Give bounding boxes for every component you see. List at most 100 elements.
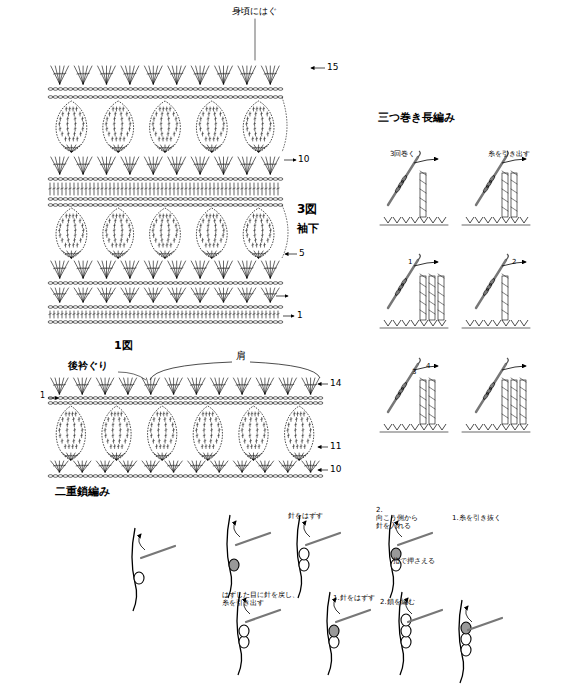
- fan-bar: [147, 384, 150, 386]
- pineapple-stitch: [121, 127, 122, 131]
- chain-stitch: [98, 88, 103, 91]
- pineapple-bar: [120, 239, 122, 241]
- fan-stitch: [191, 66, 200, 84]
- chain-stitch: [238, 402, 243, 405]
- chain-stitch: [118, 178, 123, 181]
- pineapple-bar: [78, 418, 80, 420]
- row-arrow: [276, 296, 288, 297]
- fan-stitch: [130, 66, 134, 84]
- pineapple-stitch: [108, 132, 109, 136]
- fan-stitch: [59, 378, 68, 394]
- chain-stitch: [253, 178, 258, 181]
- fan-bar: [305, 384, 308, 386]
- chain-stitch: [258, 178, 263, 181]
- pineapple-stitch: [121, 132, 122, 136]
- fan-bar: [175, 267, 178, 269]
- fan-stitch: [224, 66, 228, 84]
- chain-stitch: [213, 88, 218, 91]
- pineapple-bar: [106, 128, 108, 130]
- pineapple-stitch: [213, 214, 214, 218]
- dc-stitch: [146, 183, 147, 195]
- chain-stitch: [58, 321, 63, 324]
- pineapple-stitch: [75, 117, 76, 121]
- pineapple-stitch: [113, 214, 114, 218]
- fan-stitch: [246, 157, 247, 174]
- pineapple-stitch: [107, 117, 108, 121]
- pineapple-outline: [150, 208, 181, 258]
- pineapple-stitch: [255, 132, 256, 136]
- chain-stitch: [133, 96, 138, 99]
- pineapple-stitch: [69, 243, 70, 247]
- chain-stitch: [148, 282, 153, 285]
- pineapple-stitch: [256, 243, 257, 247]
- pineapple-bar: [212, 108, 214, 110]
- pineapple-stitch: [220, 112, 221, 116]
- chain-stitch: [228, 282, 233, 285]
- fan-bar: [173, 267, 176, 269]
- chain-stitch: [78, 88, 83, 91]
- fan-stitch: [55, 378, 59, 394]
- fan-stitch: [283, 378, 287, 394]
- fan-bar: [150, 163, 153, 165]
- fan-bar: [82, 73, 85, 75]
- pineapple-stitch: [77, 243, 78, 247]
- chain-stitch: [218, 321, 223, 324]
- pineapple-stitch: [216, 107, 217, 111]
- fan-bar: [112, 253, 115, 255]
- fan-stitch: [279, 378, 288, 394]
- chain-stitch: [168, 204, 173, 207]
- fan-bar: [154, 267, 157, 269]
- fan-stitch: [153, 261, 154, 278]
- pineapple-stitch: [166, 107, 167, 111]
- chain-stitch: [123, 178, 128, 181]
- chain-stitch: [48, 204, 53, 207]
- pineapple-bar: [167, 113, 169, 115]
- pineapple-bar: [200, 225, 202, 227]
- chain-stitch: [68, 306, 73, 309]
- chain-stitch: [88, 204, 93, 207]
- pineapple-bar: [61, 440, 63, 442]
- fan-bar: [177, 384, 180, 386]
- dc-bar: [93, 188, 95, 189]
- dc-stitch: [270, 311, 271, 318]
- chain-stitch: [203, 96, 208, 99]
- pineapple-stitch: [269, 233, 270, 237]
- fan-bar: [246, 293, 249, 295]
- fan-bar: [222, 267, 225, 269]
- chain-stitch: [228, 88, 233, 91]
- pineapple-bar: [212, 215, 214, 217]
- pineapple-stitch: [130, 122, 131, 126]
- dc-stitch: [242, 183, 243, 195]
- pineapple-stitch: [216, 214, 217, 218]
- chain-stitch: [103, 96, 108, 99]
- fan-stitch: [259, 145, 264, 152]
- pineapple-stitch: [200, 233, 201, 237]
- pineapple-bar: [169, 215, 171, 217]
- chain-stitch: [148, 321, 153, 324]
- pineapple-bar: [166, 244, 168, 246]
- pineapple-outline: [150, 101, 181, 152]
- dc-stitch: [218, 311, 219, 318]
- pineapple-bar: [259, 108, 261, 110]
- pineapple-stitch: [124, 137, 125, 141]
- pineapple-bar: [216, 108, 218, 110]
- dc-bar: [217, 314, 219, 315]
- fan-stitch: [62, 453, 71, 460]
- pineapple-bar: [74, 234, 76, 236]
- chain-stitch: [278, 306, 283, 309]
- fan-stitch: [211, 378, 220, 394]
- fan-bar: [122, 384, 125, 386]
- chain-stitch: [183, 306, 188, 309]
- chain-stitch: [93, 282, 98, 285]
- pineapple-stitch: [65, 445, 66, 449]
- fan-bar: [196, 293, 199, 295]
- dc-bar: [245, 314, 247, 315]
- pineapple-stitch: [116, 107, 117, 111]
- chain-stitch: [178, 397, 183, 400]
- chain-stitch: [233, 198, 238, 201]
- chain-stitch: [138, 402, 143, 405]
- chain-stitch: [78, 306, 83, 309]
- fan-bar: [204, 267, 207, 269]
- pineapple-bar: [120, 113, 122, 115]
- pineapple-stitch: [255, 112, 256, 116]
